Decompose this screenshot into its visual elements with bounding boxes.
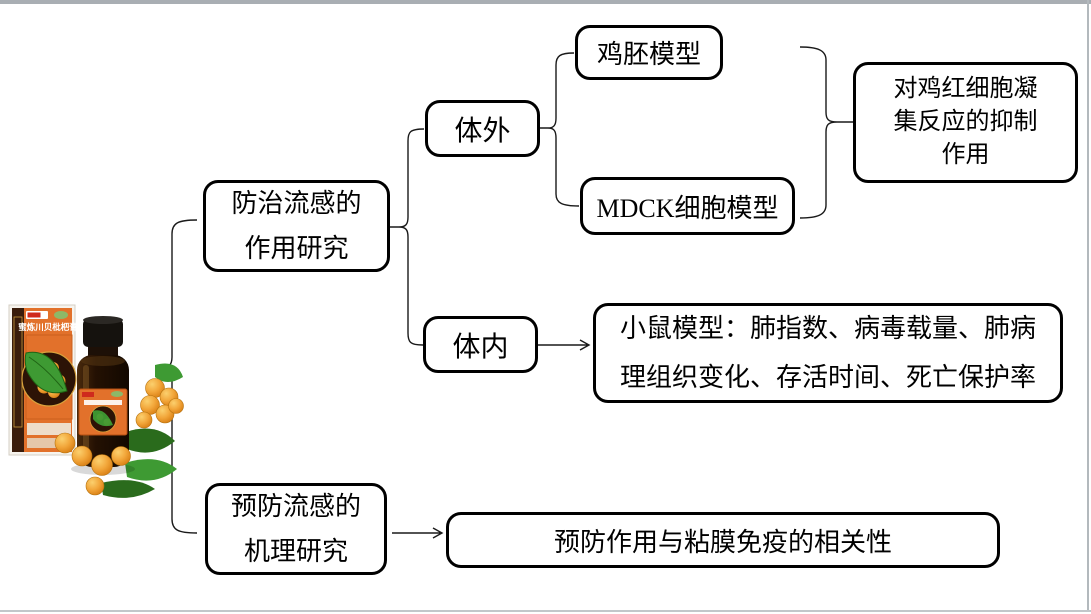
arrow-mechanism-to-mucosal (392, 527, 444, 539)
product-title-text: 蜜炼川贝枇杷膏 (18, 322, 78, 332)
product-bottle (71, 316, 135, 475)
brace-effect-to-vitro-vivo (390, 128, 425, 346)
loquat-fruits (54, 378, 184, 496)
node-chick-embryo: 鸡胚模型 (575, 25, 723, 80)
node-mouse-model-line2: 理组织变化、存活时间、死亡保护率 (619, 363, 1036, 392)
carton-leaf (24, 351, 68, 394)
product-carton: 蜜炼川贝枇杷膏 (8, 304, 78, 456)
arrow-vivo-to-mouse (538, 339, 591, 351)
node-mouse-model: 小鼠模型：肺指数、病毒载量、肺病 理组织变化、存活时间、死亡保护率 (593, 303, 1063, 403)
bottle-label (78, 388, 128, 436)
brace-vitro-to-models (540, 52, 580, 207)
node-mouse-model-line1: 小鼠模型：肺指数、病毒载量、肺病 (619, 314, 1036, 343)
window-top-border (0, 0, 1091, 4)
window-bottom-border (0, 610, 1091, 612)
node-research-effect-line1: 防治流感的 (231, 189, 362, 218)
node-research-mechanism: 预防流感的 机理研究 (205, 483, 387, 575)
connector-lines (158, 46, 853, 539)
product-image: 蜜炼川贝枇杷膏 (8, 304, 184, 498)
node-research-effect: 防治流感的 作用研究 (203, 180, 390, 272)
node-research-mechanism-line1: 预防流感的 (230, 492, 361, 521)
background-leaves (101, 363, 183, 498)
node-research-mechanism-line2: 机理研究 (243, 537, 348, 566)
node-hemagglutination: 对鸡红细胞凝 集反应的抑制 作用 (853, 62, 1078, 183)
node-mdck-label: MDCK细胞模型 (596, 193, 779, 223)
node-in-vitro-label: 体外 (454, 115, 511, 147)
node-chick-embryo-label: 鸡胚模型 (596, 40, 701, 69)
node-in-vivo: 体内 (423, 316, 538, 373)
node-mucosal-label: 预防作用与粘膜免疫的相关性 (553, 527, 892, 557)
brace-models-to-hemagglutination (799, 46, 853, 219)
node-hemagglutination-line2: 集反应的抑制 (893, 109, 1038, 135)
node-hemagglutination-line3: 作用 (941, 142, 990, 168)
node-hemagglutination-line1: 对鸡红细胞凝 (893, 76, 1038, 102)
node-in-vivo-label: 体内 (452, 331, 509, 363)
node-in-vitro: 体外 (425, 100, 540, 157)
node-research-effect-line2: 作用研究 (244, 234, 349, 263)
brand-mark (27, 312, 41, 318)
node-mucosal: 预防作用与粘膜免疫的相关性 (446, 512, 1000, 568)
node-mdck: MDCK细胞模型 (580, 177, 795, 235)
window-right-border (1087, 0, 1089, 612)
